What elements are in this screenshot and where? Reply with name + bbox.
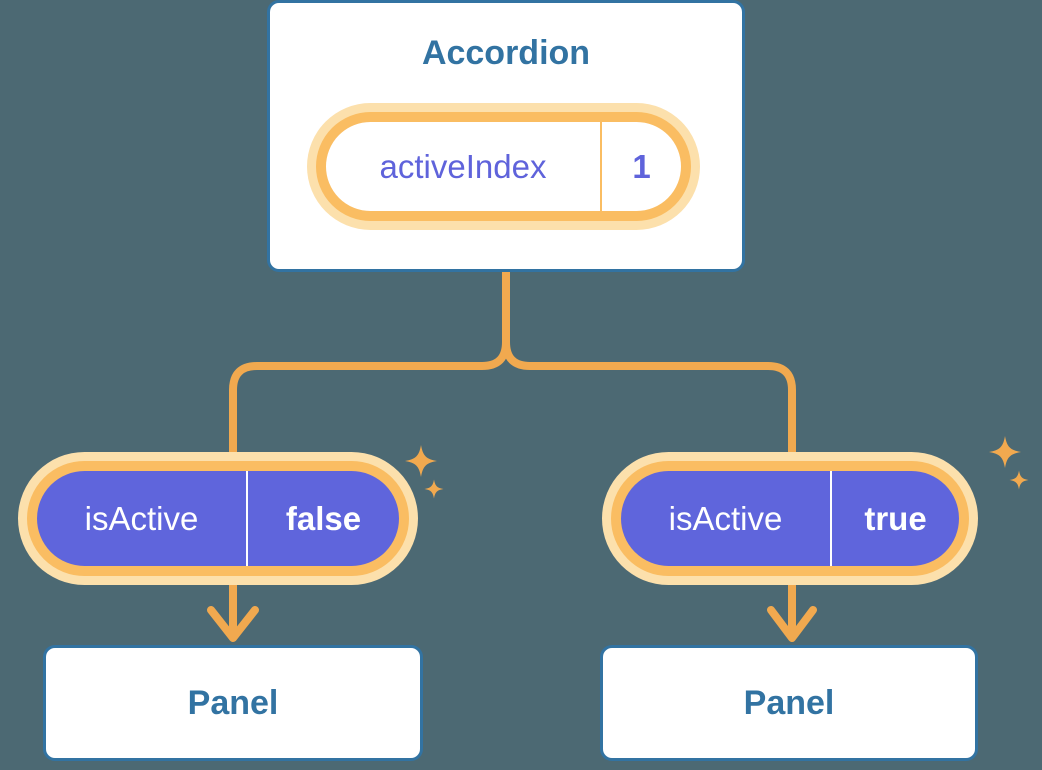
sparkle-icon xyxy=(989,436,1021,468)
prop-name-label: isActive xyxy=(668,499,783,537)
panel-box-left: Panel xyxy=(43,645,423,761)
arrow-down-right-icon xyxy=(767,579,817,642)
accordion-title: Accordion xyxy=(421,34,591,72)
sparkle-group-right-pill xyxy=(989,436,1029,490)
active-index-pill: activeIndex 1 xyxy=(316,112,691,221)
connector-tree xyxy=(229,272,796,456)
pill-divider xyxy=(600,122,602,211)
arrow-down-left-icon xyxy=(207,579,259,642)
prop-name-label: isActive xyxy=(84,499,199,537)
pill-divider xyxy=(830,471,832,566)
is-active-pill-false: isActive false xyxy=(27,461,409,576)
prop-value-label: 1 xyxy=(632,147,651,185)
is-active-pill-true: isActive true xyxy=(611,461,969,576)
prop-value-label: false xyxy=(285,499,362,537)
panel-box-right: Panel xyxy=(600,645,978,761)
panel-title: Panel xyxy=(187,683,279,722)
sparkle-icon xyxy=(405,445,437,477)
prop-value-label: true xyxy=(864,499,927,537)
prop-name-label: activeIndex xyxy=(379,147,547,185)
pill-divider xyxy=(246,471,248,566)
panel-title: Panel xyxy=(743,683,835,722)
sparkle-group-left-pill xyxy=(405,445,444,499)
sparkle-icon xyxy=(424,479,444,499)
sparkle-icon xyxy=(1009,470,1029,490)
